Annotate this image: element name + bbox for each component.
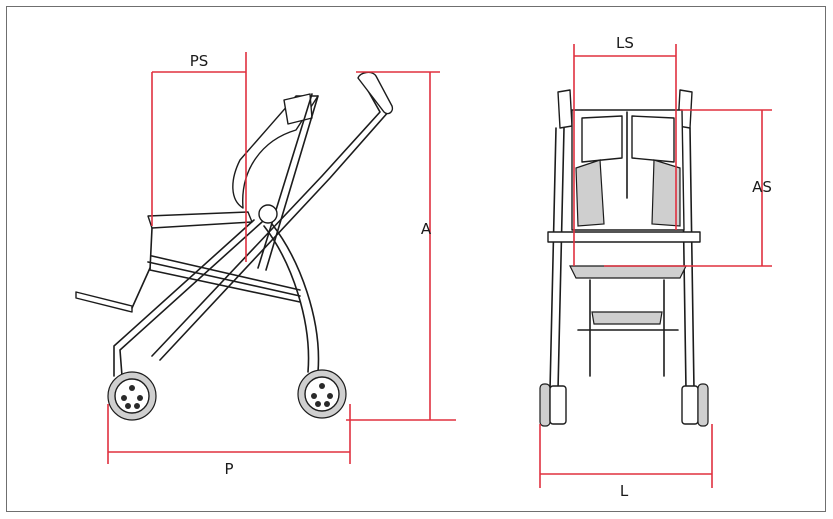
label-a: A — [421, 220, 432, 238]
front-wheel-icon — [107, 371, 157, 421]
side-dimensions — [107, 52, 456, 464]
front-right-wheel-icon — [681, 383, 709, 427]
diagram-frame — [6, 6, 826, 512]
label-l: L — [620, 482, 629, 500]
side-view-stroller-icon — [75, 71, 394, 421]
front-view-stroller-icon — [539, 89, 709, 427]
label-p: P — [224, 460, 233, 478]
rear-wheel-icon — [297, 369, 347, 419]
label-as: AS — [752, 178, 772, 196]
label-ps: PS — [190, 52, 209, 70]
front-dimensions — [539, 44, 772, 488]
front-left-wheel-icon — [539, 383, 567, 427]
label-ls: LS — [616, 34, 634, 52]
